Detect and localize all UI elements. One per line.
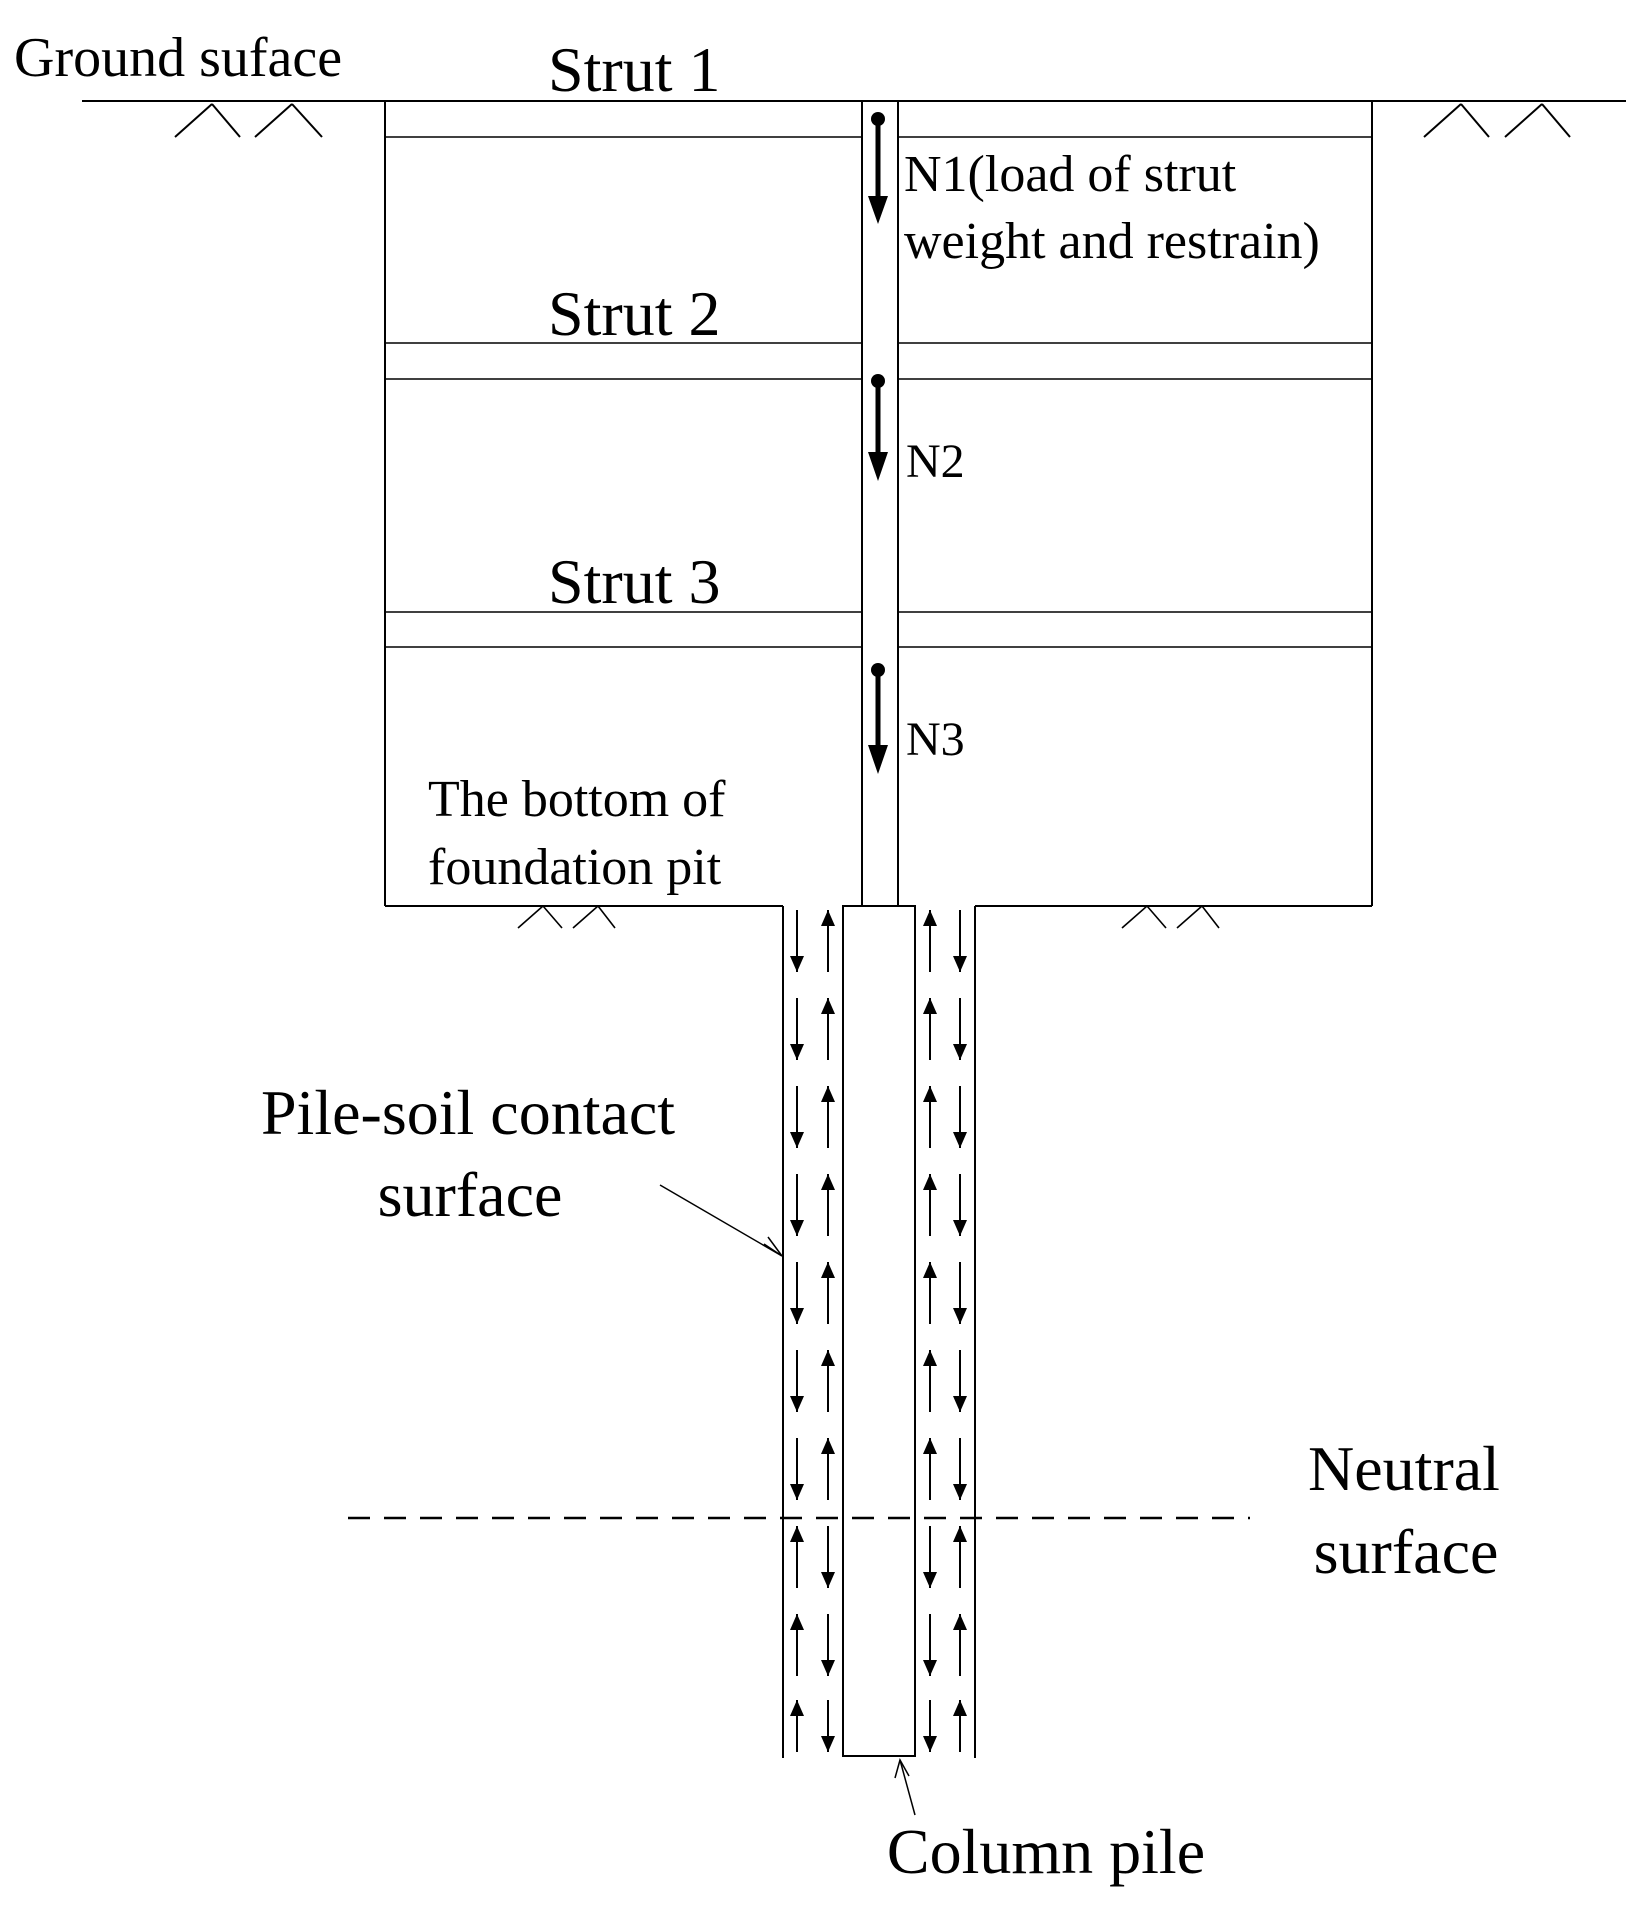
friction-arrow-head: [923, 1660, 937, 1676]
strut-3: [385, 611, 1372, 648]
friction-arrow-head: [790, 1526, 804, 1542]
friction-arrow-head: [790, 956, 804, 972]
friction-arrow-head: [790, 1308, 804, 1324]
n3-label: N3: [906, 713, 965, 766]
neutral-surface-label-line2: surface: [1314, 1516, 1499, 1587]
friction-arrow-head: [821, 1736, 835, 1752]
friction-arrow-head: [923, 1438, 937, 1454]
column-pile-leader: [894, 1758, 916, 1816]
pit-bottom-hatch-right: [1121, 905, 1220, 929]
friction-arrow-head: [923, 910, 937, 926]
friction-arrow-head: [923, 1736, 937, 1752]
pit-bottom-label-line1: The bottom of: [428, 771, 726, 828]
pit-bottom-label-line2: foundation pit: [428, 839, 722, 896]
strut-2: [385, 342, 1372, 380]
friction-arrow-head: [923, 1350, 937, 1366]
friction-arrow-head: [821, 1572, 835, 1588]
strut-1-label: Strut 1: [548, 34, 720, 105]
load-arrow-n3: [868, 663, 888, 774]
friction-arrow-head: [923, 1262, 937, 1278]
friction-arrow-head: [953, 1308, 967, 1324]
n2-label: N2: [906, 435, 965, 488]
friction-arrow-head: [923, 998, 937, 1014]
friction-arrow-head: [953, 1700, 967, 1716]
friction-arrow-head: [923, 1174, 937, 1190]
friction-arrow-head: [821, 1438, 835, 1454]
strut-3-label: Strut 3: [548, 546, 720, 617]
friction-arrow-head: [953, 1484, 967, 1500]
friction-arrow-head: [821, 1262, 835, 1278]
pile-soil-contact-lines: [782, 906, 976, 1758]
ground-hatch-left: [174, 103, 323, 138]
column-pile-label: Column pile: [887, 1816, 1205, 1887]
friction-arrow-head: [953, 1044, 967, 1060]
friction-arrow-head: [790, 1614, 804, 1630]
n1-label-line2: weight and restrain): [904, 213, 1320, 270]
load-arrow-n1: [868, 112, 888, 224]
friction-arrow-head: [953, 1132, 967, 1148]
ground-surface-label: Ground suface: [14, 27, 342, 89]
friction-arrow-head: [821, 1086, 835, 1102]
friction-arrow-head: [821, 1174, 835, 1190]
friction-arrow-head: [953, 1614, 967, 1630]
contact-surface-label-line2: surface: [378, 1159, 563, 1230]
friction-arrow-head: [790, 1700, 804, 1716]
pit-bottom-hatch-left: [517, 905, 616, 929]
friction-arrow-head: [821, 1350, 835, 1366]
neutral-surface-label-line1: Neutral: [1308, 1433, 1500, 1504]
friction-arrow-head: [953, 1526, 967, 1542]
friction-arrow-head: [790, 1484, 804, 1500]
n1-label-line1: N1(load of strut: [904, 146, 1237, 203]
friction-arrows: [790, 910, 967, 1752]
contact-surface-label-line1: Pile-soil contact: [261, 1077, 675, 1148]
strut-2-label: Strut 2: [548, 278, 720, 349]
friction-arrow-head: [790, 1044, 804, 1060]
friction-arrow-head: [790, 1220, 804, 1236]
column-pile-body: [842, 905, 916, 1757]
load-arrow-n2: [868, 374, 888, 481]
friction-arrow-head: [953, 1220, 967, 1236]
foundation-pit-outline: [384, 101, 1373, 907]
friction-arrow-head: [923, 1572, 937, 1588]
friction-arrow-head: [821, 910, 835, 926]
friction-arrow-head: [821, 1660, 835, 1676]
friction-arrow-head: [953, 956, 967, 972]
friction-arrow-head: [923, 1086, 937, 1102]
friction-arrow-head: [953, 1396, 967, 1412]
contact-surface-leader: [659, 1184, 783, 1257]
friction-arrow-head: [821, 998, 835, 1014]
friction-arrow-head: [790, 1396, 804, 1412]
ground-hatch-right: [1423, 103, 1571, 138]
friction-arrow-head: [790, 1132, 804, 1148]
column-shaft: [861, 101, 899, 906]
